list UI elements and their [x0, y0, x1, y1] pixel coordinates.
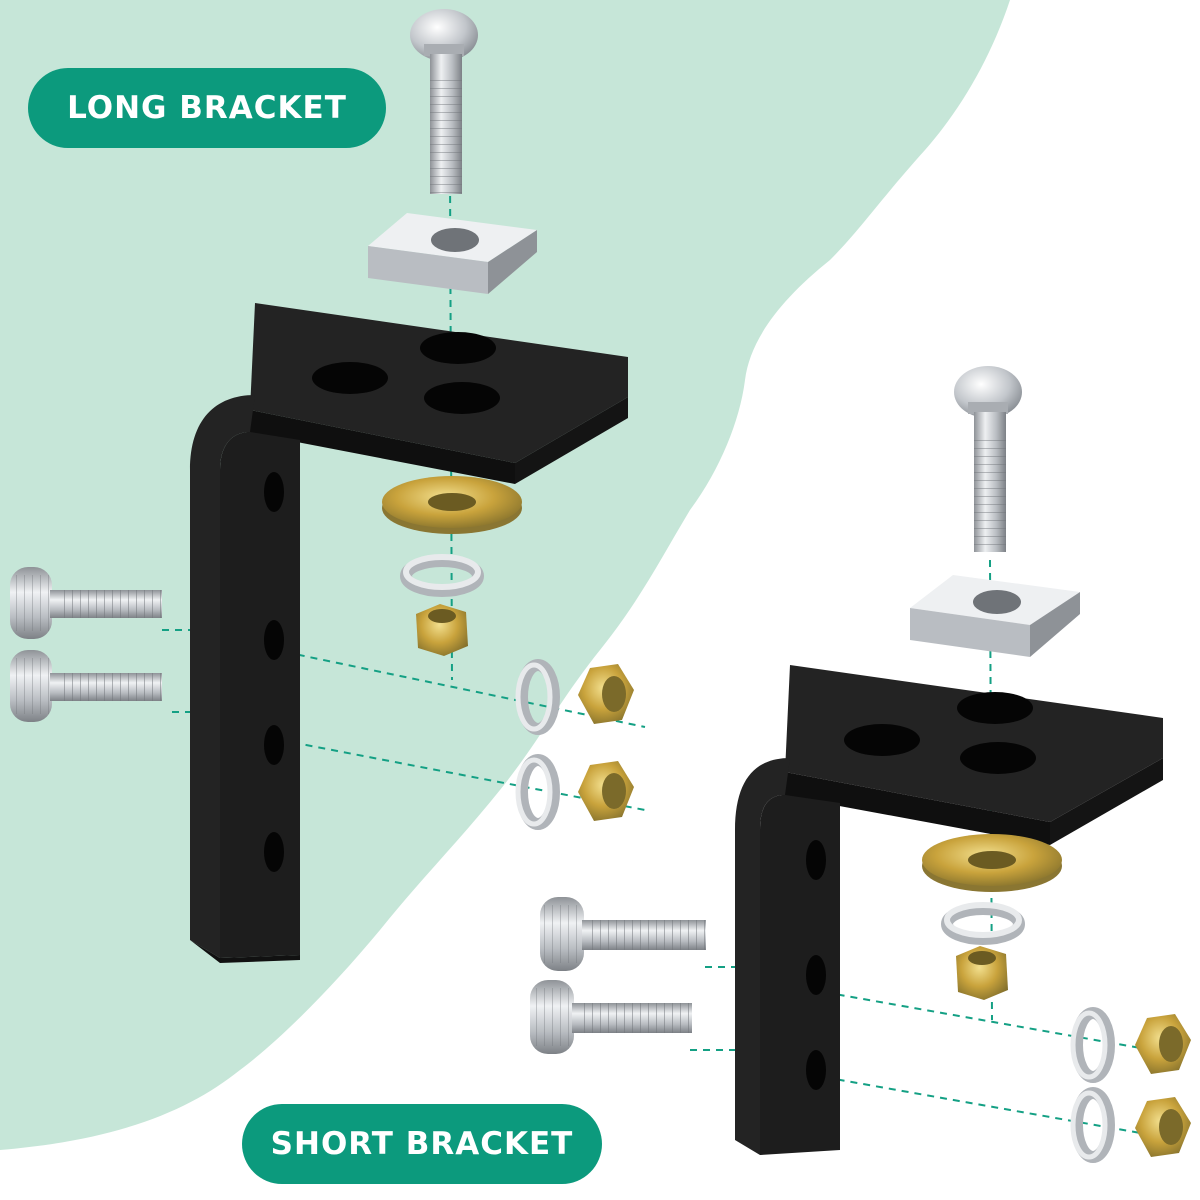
- short-bracket-assembly: [530, 366, 1191, 1163]
- knurled-bolt-icon: [10, 567, 162, 639]
- lock-washer-icon: [1070, 1087, 1115, 1163]
- knurled-bolt-icon: [530, 980, 692, 1054]
- bolt-hole: [264, 725, 284, 765]
- bolt-hole: [806, 955, 826, 995]
- hex-nut-icon: [1135, 1014, 1191, 1074]
- slot-hole: [844, 724, 920, 756]
- bolt-hole: [264, 832, 284, 872]
- hex-nut-icon: [578, 761, 634, 821]
- slot-hole: [420, 332, 496, 364]
- bolt-hole: [806, 840, 826, 880]
- bolt-hole: [264, 472, 284, 512]
- hex-nut-icon: [1135, 1097, 1191, 1157]
- bracket-icon: [735, 665, 1163, 1155]
- slot-hole: [424, 382, 500, 414]
- lock-washer-icon: [1070, 1007, 1115, 1083]
- lock-washer-icon: [515, 659, 560, 735]
- flat-washer-icon: [382, 476, 522, 534]
- hex-nut-icon: [956, 946, 1008, 1000]
- long-bracket-assembly: [10, 9, 646, 963]
- slot-hole: [957, 692, 1033, 724]
- flat-washer-icon: [922, 834, 1062, 892]
- carriage-bolt-icon: [954, 366, 1022, 552]
- lock-washer-icon: [515, 754, 560, 830]
- bolt-hole: [264, 620, 284, 660]
- lock-washer-icon: [400, 554, 484, 597]
- slot-hole: [960, 742, 1036, 774]
- hex-nut-icon: [578, 664, 634, 724]
- knurled-bolt-icon: [10, 650, 162, 722]
- lock-washer-icon: [941, 902, 1025, 945]
- hex-nut-icon: [416, 604, 468, 656]
- bracket-icon: [190, 303, 628, 963]
- guide-lines: [162, 169, 646, 811]
- square-washer-icon: [910, 575, 1080, 657]
- square-washer-icon: [368, 213, 537, 294]
- long-bracket-label: LONG BRACKET: [28, 68, 386, 148]
- bolt-hole: [806, 1050, 826, 1090]
- knurled-bolt-icon: [540, 897, 706, 971]
- slot-hole: [312, 362, 388, 394]
- short-bracket-label: SHORT BRACKET: [242, 1104, 602, 1184]
- carriage-bolt-icon: [410, 9, 478, 194]
- mint-background: [0, 0, 1010, 1150]
